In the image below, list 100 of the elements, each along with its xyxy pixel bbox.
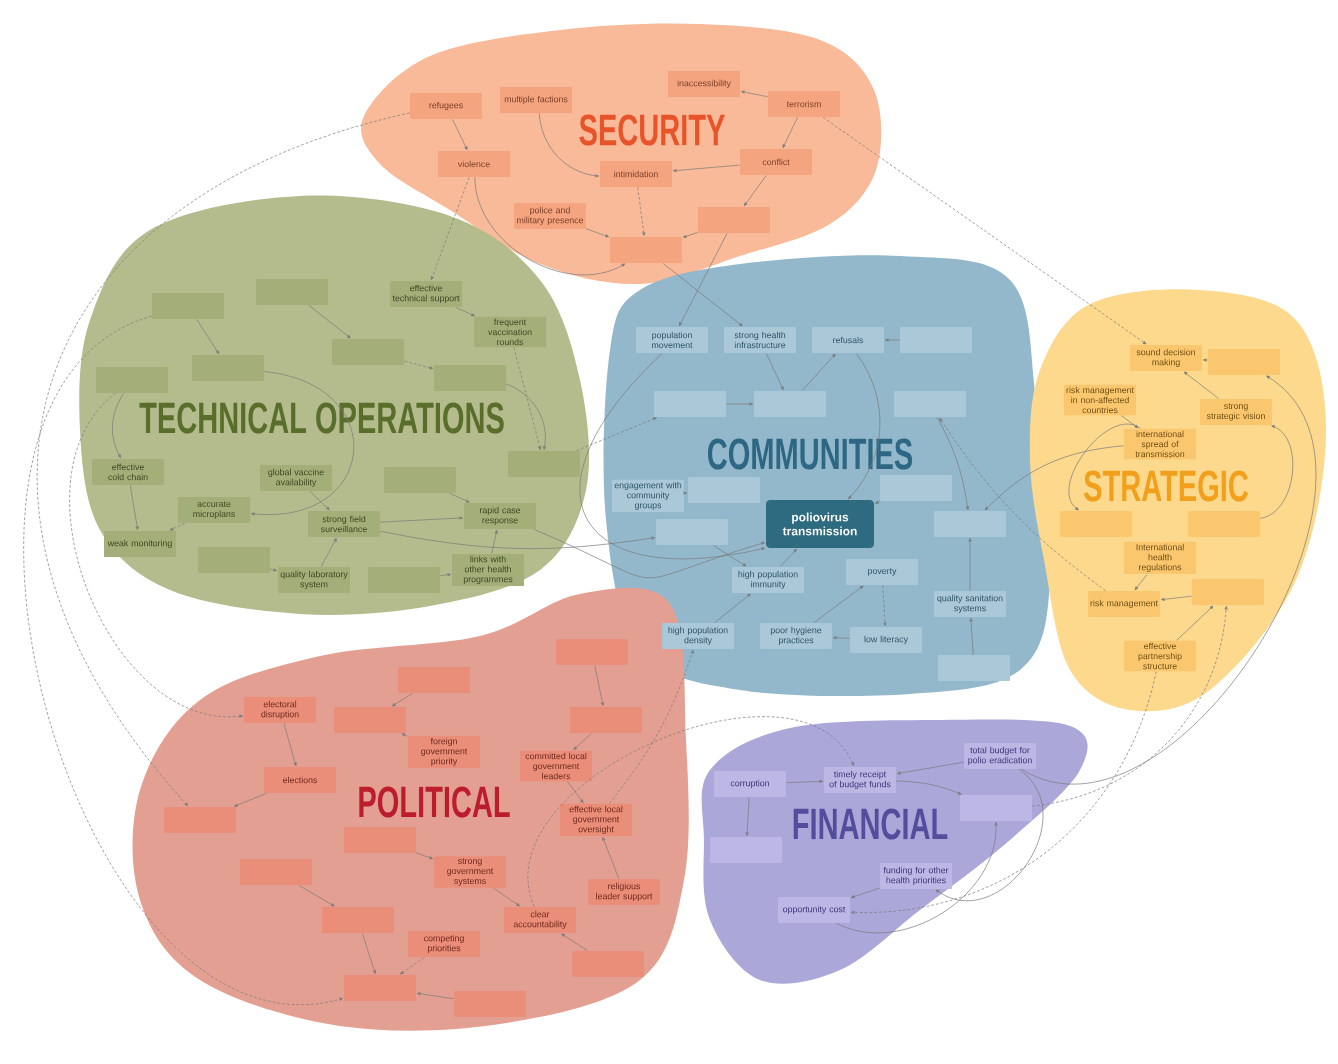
- factor-box: [900, 327, 972, 353]
- arrow: [662, 263, 743, 327]
- arrow: [129, 485, 139, 530]
- arrow: [782, 117, 798, 149]
- factor-box: [152, 293, 224, 319]
- arrow: [594, 665, 604, 706]
- factor-box: [654, 390, 726, 417]
- arrow: [391, 693, 413, 707]
- arrow: [416, 852, 434, 860]
- arrow: [580, 353, 765, 560]
- factor-box: [1060, 510, 1132, 537]
- arrow: [380, 530, 655, 549]
- factor-box: [1192, 579, 1264, 605]
- arrow: [538, 113, 599, 178]
- dashed-arrow: [23, 315, 344, 1003]
- factor-box: [164, 806, 236, 833]
- dashed-arrow: [38, 112, 410, 807]
- factor-box: [710, 836, 782, 863]
- arrow: [874, 500, 881, 504]
- arrow: [936, 417, 969, 510]
- arrow: [586, 228, 610, 238]
- factor-box: [96, 367, 168, 393]
- arrow: [1068, 424, 1141, 511]
- arrow: [897, 761, 964, 775]
- arrow: [506, 383, 547, 450]
- factor-box: [960, 794, 1032, 821]
- dashed-arrow: [939, 417, 1106, 591]
- arrow: [1260, 425, 1294, 519]
- arrow: [741, 90, 768, 98]
- dashed-arrow: [430, 177, 470, 280]
- arrow: [573, 733, 592, 751]
- arrow: [1161, 595, 1192, 601]
- factor-box: [344, 827, 416, 853]
- arrow: [449, 493, 470, 503]
- arrow: [401, 733, 408, 737]
- dashed-arrow: [637, 187, 646, 236]
- arrow: [533, 529, 766, 579]
- arrow: [298, 885, 335, 907]
- arrow: [251, 371, 354, 516]
- arrow: [969, 618, 974, 655]
- arrow: [683, 491, 687, 495]
- arrow: [813, 585, 864, 623]
- factor-box: [572, 950, 644, 977]
- dashed-arrow: [513, 347, 542, 450]
- arrow: [602, 837, 620, 879]
- arrow: [455, 307, 475, 317]
- arrow: [493, 887, 520, 907]
- arrow: [474, 177, 626, 275]
- factor-box: [938, 654, 1010, 681]
- arrow: [567, 781, 584, 804]
- factor-box: [754, 390, 826, 417]
- dashed-arrow: [1032, 606, 1228, 807]
- arrow: [1021, 375, 1316, 784]
- arrow: [440, 573, 451, 577]
- factor-box: [434, 365, 506, 391]
- factor-box: [656, 518, 728, 545]
- factor-box: [368, 566, 440, 593]
- factor-box: [384, 467, 456, 493]
- arrow: [780, 548, 798, 567]
- factor-box: [192, 354, 264, 381]
- arrow: [679, 233, 728, 327]
- arrow: [362, 933, 376, 974]
- factor-box: [322, 906, 394, 933]
- arrow: [848, 353, 881, 500]
- arrow: [851, 887, 880, 899]
- factor-box: [240, 858, 312, 885]
- arrow: [765, 353, 784, 391]
- arrow: [745, 797, 750, 836]
- arrow: [1203, 358, 1208, 362]
- arrow: [234, 793, 267, 807]
- factor-box: [698, 207, 770, 233]
- factor-box: [556, 638, 628, 665]
- dashed-arrow: [527, 716, 855, 907]
- arrow: [984, 445, 1124, 511]
- factor-box: [570, 707, 642, 733]
- factor-box: [610, 237, 682, 263]
- arrow: [380, 516, 463, 523]
- dashed-arrow: [822, 117, 1147, 345]
- arrow: [283, 723, 297, 766]
- factor-box: [508, 451, 580, 477]
- factor-box: [894, 390, 966, 417]
- factor-box: [344, 974, 416, 1001]
- dashed-arrow: [882, 585, 887, 626]
- dashed-arrow: [404, 360, 434, 370]
- dashed-arrow: [69, 393, 243, 718]
- arrow: [743, 175, 767, 207]
- arrow: [673, 164, 740, 173]
- arrow: [309, 491, 330, 511]
- arrow: [112, 393, 124, 459]
- factor-box: [398, 667, 470, 693]
- arrow: [308, 305, 351, 339]
- arrow: [833, 636, 850, 640]
- arrow: [836, 822, 998, 934]
- arrow: [1183, 371, 1219, 399]
- arrow: [196, 319, 220, 355]
- arrow: [452, 119, 468, 151]
- dashed-arrow: [399, 957, 425, 975]
- dashed-arrow: [576, 417, 657, 451]
- arrow: [1120, 415, 1139, 429]
- arrow: [561, 933, 588, 951]
